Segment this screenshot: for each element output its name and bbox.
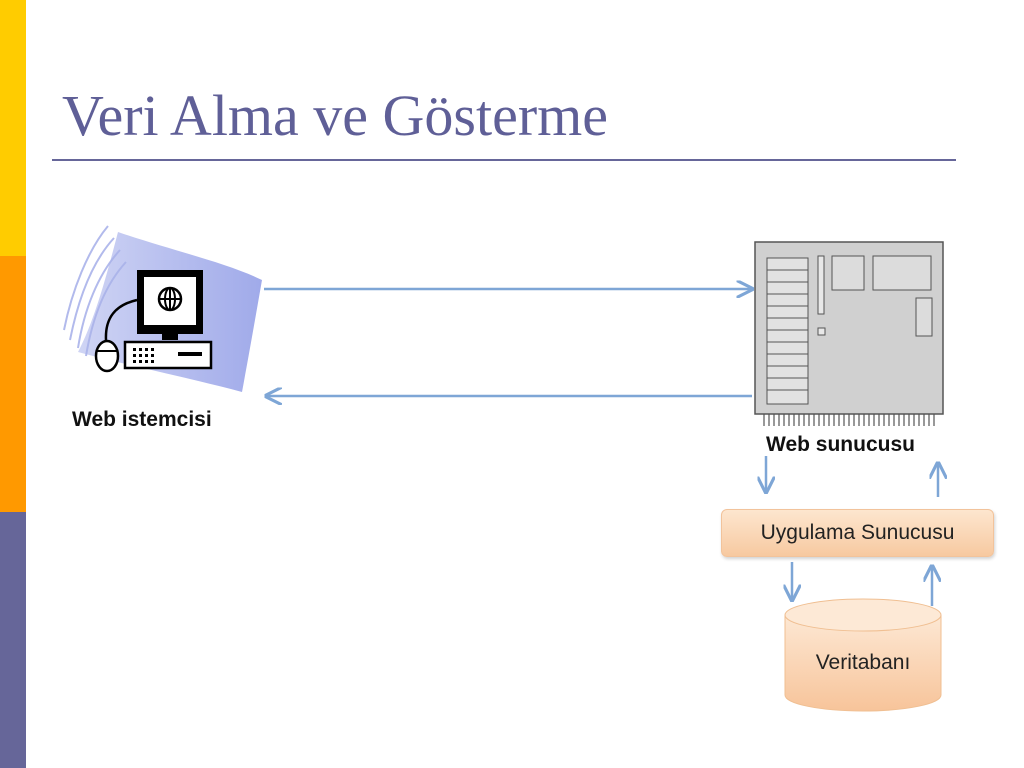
accent-bar-yellow xyxy=(0,0,26,256)
web-server-icon xyxy=(754,241,944,426)
app-server-label: Uygulama Sunucusu xyxy=(760,521,955,544)
slide-title: Veri Alma ve Gösterme xyxy=(62,83,609,148)
accent-bar-orange xyxy=(0,256,26,512)
database-icon xyxy=(784,598,942,712)
web-client-icon xyxy=(63,225,262,392)
web-server-label: Web sunucusu xyxy=(766,433,915,456)
database-label: Veritabanı xyxy=(815,651,911,674)
title-divider xyxy=(52,159,956,161)
web-client-label: Web istemcisi xyxy=(72,408,212,431)
app-server-box: Uygulama Sunucusu xyxy=(721,509,994,557)
accent-bar-purple xyxy=(0,512,26,768)
